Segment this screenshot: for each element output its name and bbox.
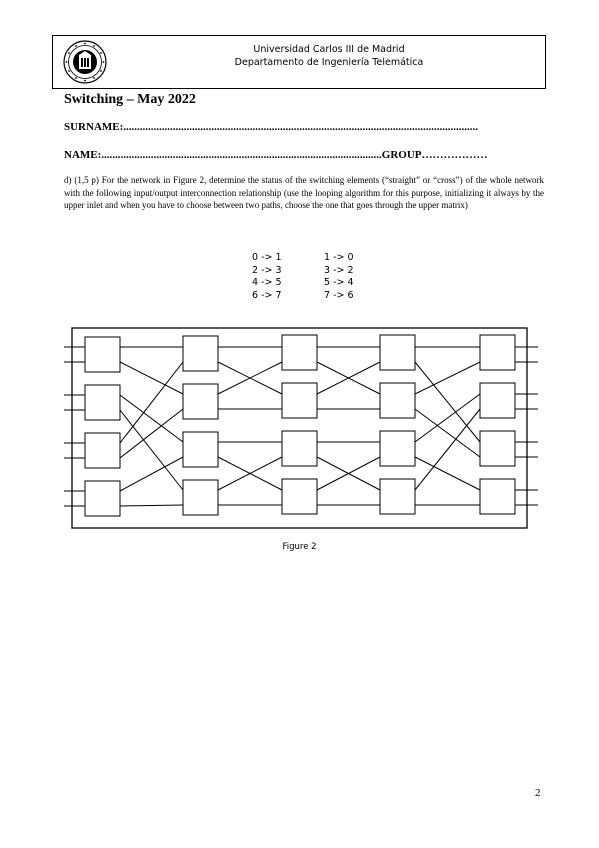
university-name: Universidad Carlos III de Madrid bbox=[253, 44, 405, 55]
stage-4-switches bbox=[379, 334, 416, 515]
mapping-column-right: 1 -> 0 3 -> 2 5 -> 4 7 -> 6 bbox=[324, 252, 354, 302]
mapping-entry: 4 -> 5 bbox=[252, 277, 282, 288]
output-lines bbox=[515, 346, 538, 506]
switch-element bbox=[84, 432, 121, 469]
links-stage-4-5 bbox=[414, 346, 481, 506]
switch-element bbox=[84, 384, 121, 421]
mapping-entry: 6 -> 7 bbox=[252, 289, 282, 301]
mapping-entry: 5 -> 4 bbox=[324, 277, 354, 288]
switch-element bbox=[182, 335, 219, 372]
switch-element bbox=[479, 478, 516, 515]
university-seal-icon bbox=[63, 40, 107, 84]
switch-element bbox=[281, 478, 318, 515]
figure-caption: Figure 2 bbox=[282, 542, 317, 552]
mapping-entry: 2 -> 3 bbox=[252, 264, 282, 276]
page-header: Universidad Carlos III de Madrid Departa… bbox=[52, 35, 546, 89]
mapping-entry: 1 -> 0 bbox=[324, 252, 354, 263]
stage-1-switches bbox=[84, 336, 121, 517]
switch-element bbox=[479, 382, 516, 419]
exam-title: Switching – May 2022 bbox=[64, 92, 196, 107]
stage-2-switches bbox=[182, 335, 219, 516]
switch-element bbox=[479, 334, 516, 371]
mapping-entry: 0 -> 1 bbox=[252, 252, 282, 263]
switch-element bbox=[182, 383, 219, 420]
switching-network-diagram bbox=[64, 327, 538, 529]
switch-element bbox=[182, 479, 219, 516]
switch-element bbox=[281, 382, 318, 419]
switch-element bbox=[379, 478, 416, 515]
switch-element bbox=[379, 382, 416, 419]
switch-element bbox=[379, 430, 416, 467]
question-text: d) (1,5 p) For the network in Figure 2, … bbox=[64, 175, 544, 210]
switch-element bbox=[479, 430, 516, 467]
mapping-entry: 3 -> 2 bbox=[324, 264, 354, 276]
links-stage-1-2 bbox=[119, 346, 184, 507]
input-lines bbox=[64, 346, 85, 507]
network-frame bbox=[71, 327, 528, 529]
switch-element bbox=[281, 334, 318, 371]
page-number: 2 bbox=[535, 787, 541, 799]
switch-element bbox=[281, 430, 318, 467]
department-name: Departamento de Ingeniería Telemática bbox=[234, 57, 424, 68]
switch-element bbox=[182, 431, 219, 468]
mapping-column-left: 0 -> 1 2 -> 3 4 -> 5 6 -> 7 bbox=[252, 252, 282, 302]
switch-element bbox=[84, 336, 121, 373]
links-stage-3-4 bbox=[316, 346, 381, 506]
surname-field[interactable]: SURNAME:................................… bbox=[64, 121, 479, 133]
stage-5-switches bbox=[479, 334, 516, 515]
stage-3-switches bbox=[281, 334, 318, 515]
switch-element bbox=[379, 334, 416, 371]
switch-element bbox=[84, 480, 121, 517]
mapping-entry: 7 -> 6 bbox=[324, 289, 354, 301]
links-stage-2-3 bbox=[217, 346, 283, 506]
name-group-field[interactable]: NAME:...................................… bbox=[64, 149, 488, 161]
